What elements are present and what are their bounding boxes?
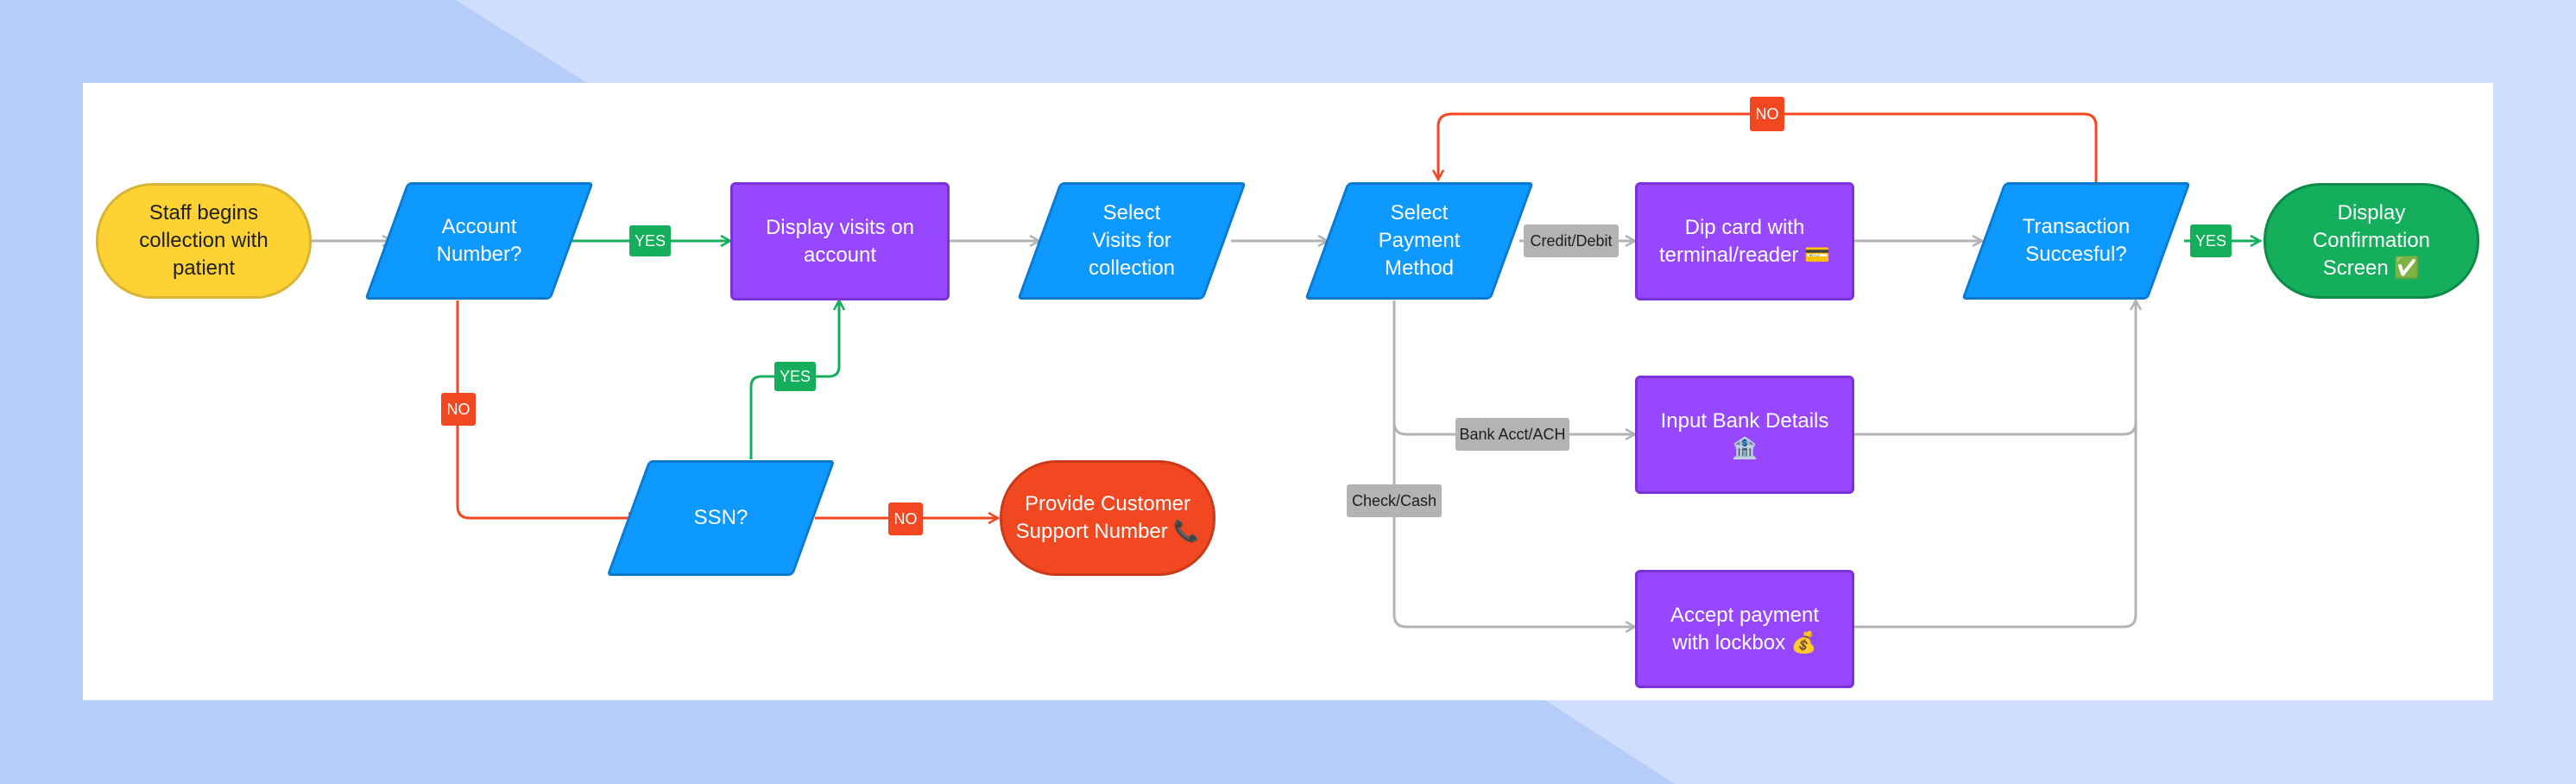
select-visits-label: Select Visits for collection [1088, 201, 1176, 280]
connectors [312, 112, 2493, 700]
input-bank-process[interactable]: Input Bank Details 🏦 [1635, 376, 1854, 494]
display-visits-label: Display visits on account [765, 215, 915, 267]
confirmation-terminal[interactable]: Display Confirmation Screen ✅ [2263, 183, 2479, 299]
display-visits-process[interactable]: Display visits on account [730, 182, 950, 300]
yes-account-tag: YES [629, 225, 671, 256]
support-label: Provide Customer Support Number 📞 [1015, 492, 1200, 543]
ssn-decision[interactable]: SSN? [628, 460, 814, 576]
background-shape-bottom [0, 700, 1675, 784]
lockbox-process[interactable]: Accept payment with lockbox 💰 [1635, 570, 1854, 688]
check-cash-tag: Check/Cash [1347, 484, 1442, 517]
bank-ach-tag: Bank Acct/ACH [1455, 418, 1569, 451]
transaction-label: Transaction Succesful? [2022, 215, 2131, 266]
yes-transaction-tag: YES [2190, 224, 2232, 257]
lockbox-label: Accept payment with lockbox 💰 [1670, 603, 1820, 654]
select-payment-label: Select Payment Method [1378, 201, 1461, 280]
transaction-decision[interactable]: Transaction Succesful? [1983, 182, 2169, 300]
edge-lockbox-to-transaction [1854, 422, 2137, 629]
support-terminal[interactable]: Provide Customer Support Number 📞 [1000, 460, 1215, 576]
edge-payment-to-lockbox [1392, 422, 1635, 627]
edge-account-to-ssn-no [456, 300, 638, 518]
dip-card-process[interactable]: Dip card with terminal/reader 💳 [1635, 182, 1854, 300]
select-visits-input[interactable]: Select Visits for collection [1039, 182, 1225, 300]
diagram-board: Staff begins collection with patient Acc… [83, 83, 2493, 700]
confirmation-label: Display Confirmation Screen ✅ [2312, 201, 2431, 280]
yes-ssn-tag: YES [774, 362, 816, 391]
no-account-tag: NO [441, 393, 476, 426]
background-shape-top [0, 0, 587, 83]
ssn-label: SSN? [693, 506, 748, 529]
edge-bank-to-transaction [1854, 300, 2136, 436]
dip-card-label: Dip card with terminal/reader 💳 [1659, 215, 1830, 267]
start-label: Staff begins collection with patient [139, 201, 268, 280]
account-number-decision[interactable]: Account Number? [386, 182, 572, 300]
account-number-label: Account Number? [436, 215, 522, 266]
background-shape-left [0, 0, 83, 784]
start-terminal[interactable]: Staff begins collection with patient [96, 183, 312, 299]
credit-debit-tag: Credit/Debit [1524, 224, 1619, 257]
edge-payment-to-bank [1392, 300, 1635, 434]
no-ssn-tag: NO [888, 503, 923, 535]
input-bank-label: Input Bank Details 🏦 [1660, 408, 1829, 460]
no-transaction-tag: NO [1750, 97, 1784, 131]
select-payment-input[interactable]: Select Payment Method [1326, 182, 1512, 300]
